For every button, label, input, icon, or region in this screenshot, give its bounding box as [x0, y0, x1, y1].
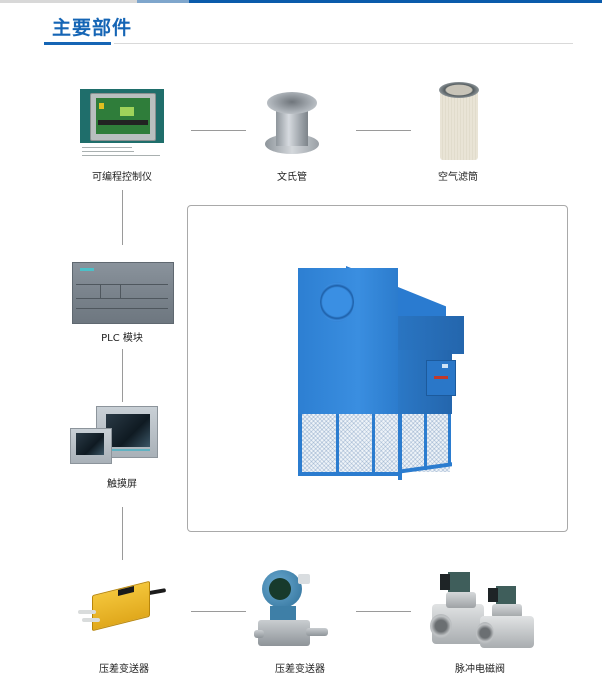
- section-title: 主要部件: [52, 17, 133, 39]
- component-label-dp-transmitter-2: 压差变送器: [275, 664, 325, 675]
- connector-line: [356, 611, 411, 612]
- title-underline: [44, 42, 111, 45]
- connector-line: [122, 349, 123, 402]
- component-label-controller: 可编程控制仪: [92, 172, 152, 183]
- connector-line: [122, 190, 123, 245]
- component-label-air-filter: 空气滤筒: [438, 172, 478, 183]
- connector-line: [191, 130, 246, 131]
- blue-transmitter-image: [254, 568, 334, 652]
- plc-image: [72, 260, 176, 326]
- component-label-venturi: 文氏管: [277, 172, 307, 183]
- touchscreen-image: [68, 404, 160, 470]
- top-bar-blue-segment: [189, 0, 602, 3]
- controller-image: [80, 89, 164, 159]
- dust-collector-image: [238, 246, 518, 496]
- component-label-pulse-valve: 脉冲电磁阀: [455, 664, 505, 675]
- pulse-valve-image: [428, 570, 544, 652]
- yellow-transmitter-image: [74, 572, 170, 640]
- main-product-frame: [187, 205, 568, 532]
- component-label-dp-transmitter-1: 压差变送器: [99, 664, 149, 675]
- top-bar-light-segment: [137, 0, 189, 3]
- top-bar-gray-segment: [0, 0, 137, 3]
- connector-line: [191, 611, 246, 612]
- connector-line: [122, 507, 123, 560]
- component-label-plc: PLC 模块: [101, 333, 143, 344]
- connector-line: [356, 130, 411, 131]
- air-filter-image: [434, 80, 484, 162]
- title-divider: [114, 43, 573, 44]
- venturi-image: [262, 90, 322, 158]
- component-label-touchscreen: 触摸屏: [107, 479, 137, 490]
